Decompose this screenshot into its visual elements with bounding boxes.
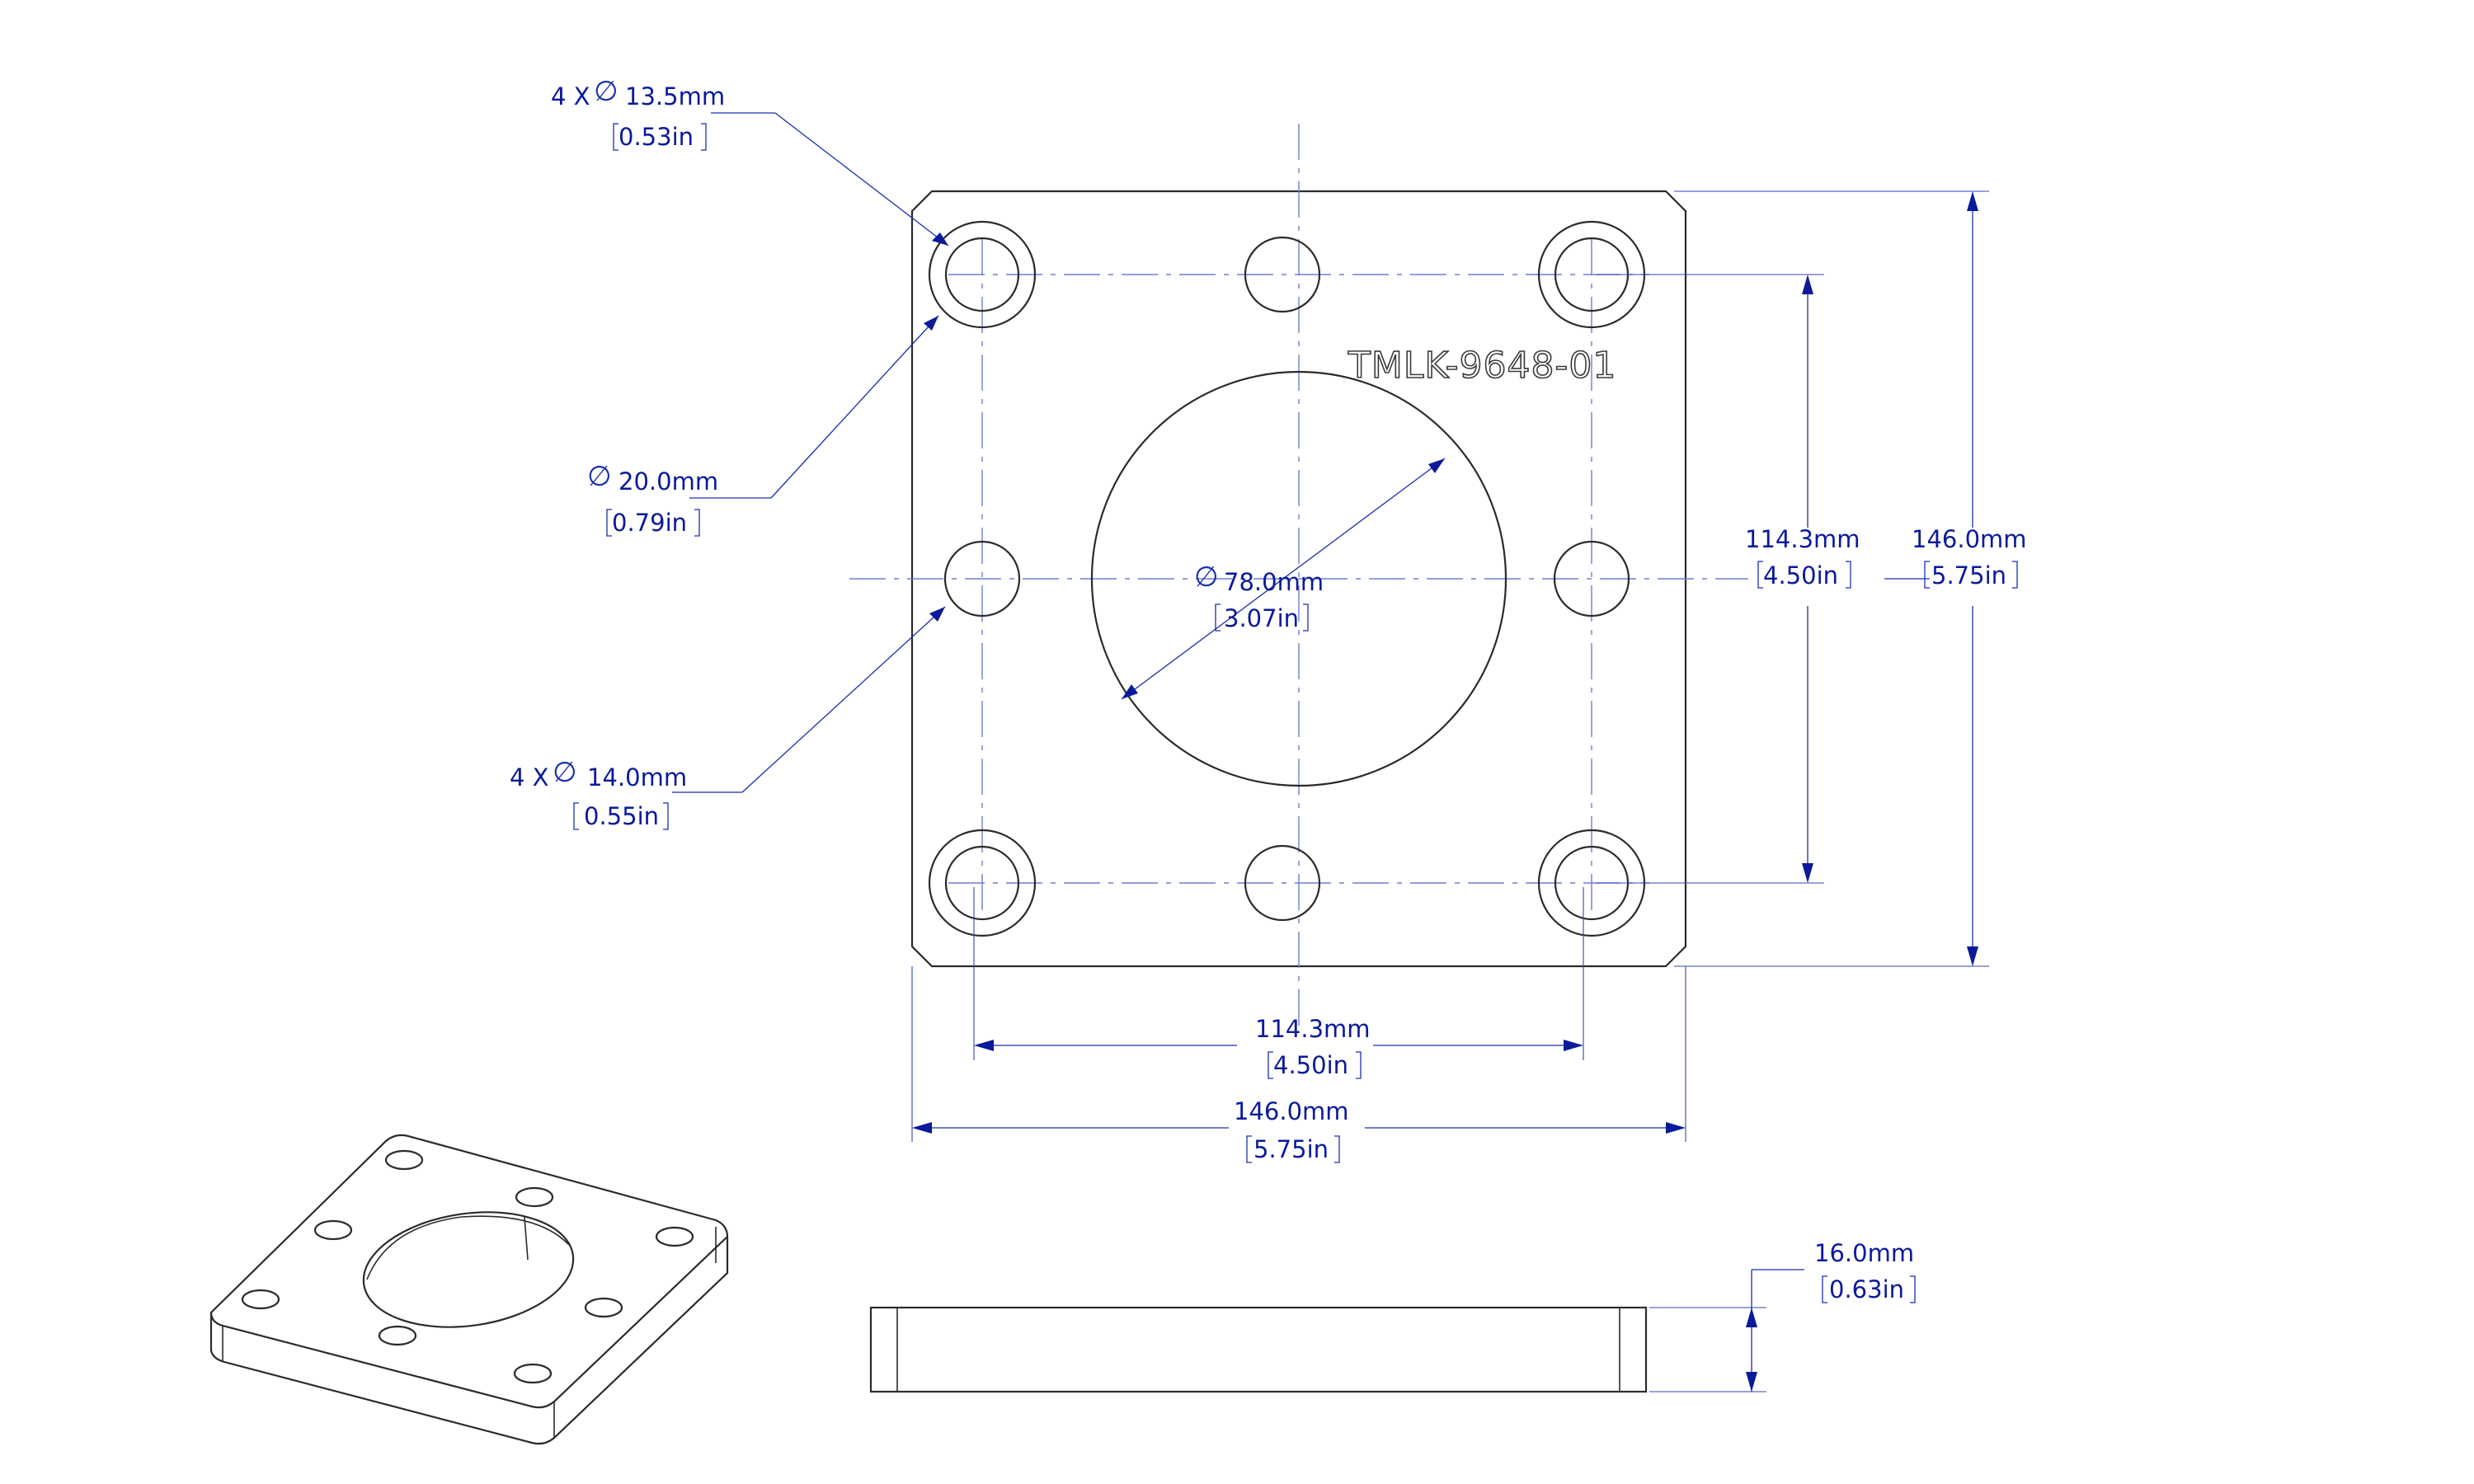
callout-in: 0.55in	[584, 802, 659, 830]
dim-overall-horizontal: 146.0mm 5.75in	[911, 966, 1686, 1163]
callout-counterbore-dia: ∅ 20.0mm 0.79in	[587, 315, 939, 537]
dim-in: 5.75in	[1931, 561, 2006, 589]
dim-in: 5.75in	[1253, 1135, 1329, 1163]
dim-mm: 16.0mm	[1814, 1239, 1914, 1267]
dim-mm: 114.3mm	[1745, 525, 1860, 553]
diameter-symbol-icon: ∅	[1194, 561, 1219, 594]
diameter-symbol-icon: ∅	[587, 460, 612, 493]
callout-in: 0.53in	[618, 123, 694, 151]
mid-hole-top	[1244, 236, 1321, 313]
dim-bolt-vertical: 114.3mm 4.50in	[1596, 274, 1860, 884]
isometric-view	[209, 1134, 729, 1445]
callout-in: 3.07in	[1224, 604, 1299, 632]
callout-mm: 14.0mm	[587, 763, 687, 791]
corner-hole-top-left	[928, 220, 1037, 329]
diameter-symbol-icon: ∅	[594, 75, 618, 108]
plate-outline	[910, 190, 1687, 968]
center-bore	[1090, 370, 1507, 787]
part-label: TMLK-9648-01	[1348, 345, 1616, 387]
callout-center-bore: ∅ 78.0mm 3.07in	[1121, 458, 1446, 700]
dim-in: 4.50in	[1763, 561, 1838, 589]
diameter-symbol-icon: ∅	[553, 756, 577, 789]
callout-mm: 78.0mm	[1224, 568, 1324, 596]
mid-hole-left	[943, 540, 1021, 618]
callout-qty: 4 X	[551, 82, 590, 110]
callout-counterbore-hole: 4 X ∅ 13.5mm 0.53in	[551, 75, 949, 247]
dim-overall-vertical: 146.0mm 5.75in	[1674, 190, 2027, 967]
callout-side-hole: 4 X ∅ 14.0mm 0.55in	[510, 606, 946, 830]
callout-mm: 20.0mm	[618, 467, 718, 495]
callout-mm: 13.5mm	[625, 82, 725, 110]
callout-qty: 4 X	[510, 763, 549, 791]
dim-in: 0.63in	[1829, 1275, 1904, 1303]
dim-in: 4.50in	[1273, 1051, 1348, 1079]
dim-thickness: 16.0mm 0.63in	[1649, 1239, 1916, 1392]
side-view	[869, 1306, 1648, 1393]
corner-hole-bottom-left	[928, 829, 1037, 937]
dim-mm: 114.3mm	[1255, 1015, 1371, 1043]
callout-in: 0.79in	[612, 509, 687, 537]
mid-hole-bottom	[1244, 844, 1321, 922]
dim-bolt-horizontal: 114.3mm 4.50in	[973, 887, 1584, 1079]
dim-mm: 146.0mm	[1234, 1097, 1349, 1125]
dim-mm: 146.0mm	[1912, 525, 2027, 553]
mid-hole-right	[1553, 540, 1630, 618]
